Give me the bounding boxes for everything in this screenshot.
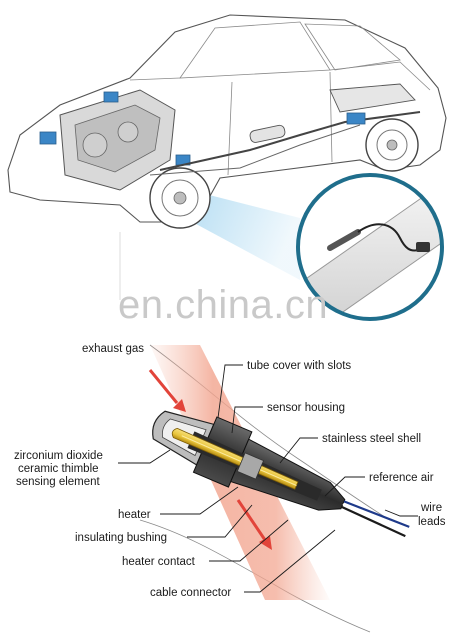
inset-cable bbox=[357, 223, 419, 252]
sensor-cutaway bbox=[139, 344, 410, 633]
insulating-bushing bbox=[236, 452, 265, 480]
muffler bbox=[249, 124, 286, 143]
rear-wheel bbox=[365, 118, 419, 172]
watermark-text: en.china.cn bbox=[118, 283, 328, 327]
label-stainless-shell: stainless steel shell bbox=[322, 433, 421, 445]
leader-tube-cover bbox=[217, 364, 243, 419]
inset-pipe bbox=[298, 184, 442, 319]
exhaust-arrow-out bbox=[236, 499, 272, 550]
fuel-tank bbox=[329, 83, 416, 113]
leader-zirconium bbox=[118, 449, 171, 464]
leader-heater-contact bbox=[209, 519, 289, 562]
label-reference-air: reference air bbox=[369, 472, 434, 484]
engine-blue-component bbox=[39, 131, 57, 145]
label-sensor-housing: sensor housing bbox=[267, 402, 345, 414]
car-beltline bbox=[129, 61, 431, 91]
sensor-assembly bbox=[152, 410, 410, 538]
inset-sensor-body bbox=[327, 229, 361, 251]
car-window bbox=[179, 21, 331, 79]
engine bbox=[39, 89, 191, 191]
rear-blue-component bbox=[346, 112, 366, 125]
label-heater: heater bbox=[118, 509, 151, 521]
label-zirconium-line2: ceramic thimble bbox=[18, 463, 99, 475]
car-window-rear bbox=[304, 23, 401, 71]
heater-element bbox=[181, 435, 297, 486]
label-heater-contact: heater contact bbox=[122, 556, 196, 568]
labels: exhaust gas tube cover with slots sensor… bbox=[14, 343, 446, 599]
engine-blue-component bbox=[103, 91, 119, 103]
label-tube-cover: tube cover with slots bbox=[247, 360, 351, 372]
leader-cable-connector bbox=[244, 529, 336, 593]
label-wire-line2: leads bbox=[418, 516, 446, 528]
label-wire-line1: wire bbox=[420, 502, 442, 514]
wire-lead bbox=[343, 500, 410, 528]
inset-ring bbox=[296, 173, 444, 321]
leader-lines bbox=[118, 364, 418, 593]
label-cable-connector: cable connector bbox=[150, 587, 231, 599]
leader-sensor-housing bbox=[231, 406, 263, 434]
front-wheel bbox=[149, 167, 211, 229]
wire-lead bbox=[342, 503, 406, 532]
car-illustration bbox=[7, 14, 447, 300]
label-exhaust-gas: exhaust gas bbox=[82, 343, 144, 355]
leader-wire bbox=[384, 509, 418, 517]
leader-bushing bbox=[187, 504, 253, 538]
exhaust-pipe bbox=[159, 111, 421, 171]
exhaust-arrow-in bbox=[148, 369, 186, 412]
label-zirconium-line1: zirconium dioxide bbox=[14, 450, 103, 462]
inset-connector bbox=[416, 242, 430, 252]
wire-lead bbox=[341, 505, 406, 538]
leader-heater bbox=[160, 486, 239, 515]
leader-shell bbox=[279, 437, 318, 464]
label-insulating-bushing: insulating bushing bbox=[75, 532, 167, 544]
car-door-lines bbox=[227, 71, 333, 176]
label-zirconium-line3: sensing element bbox=[16, 476, 101, 488]
fuel-line bbox=[149, 124, 361, 176]
leader-reference-air bbox=[324, 476, 365, 497]
